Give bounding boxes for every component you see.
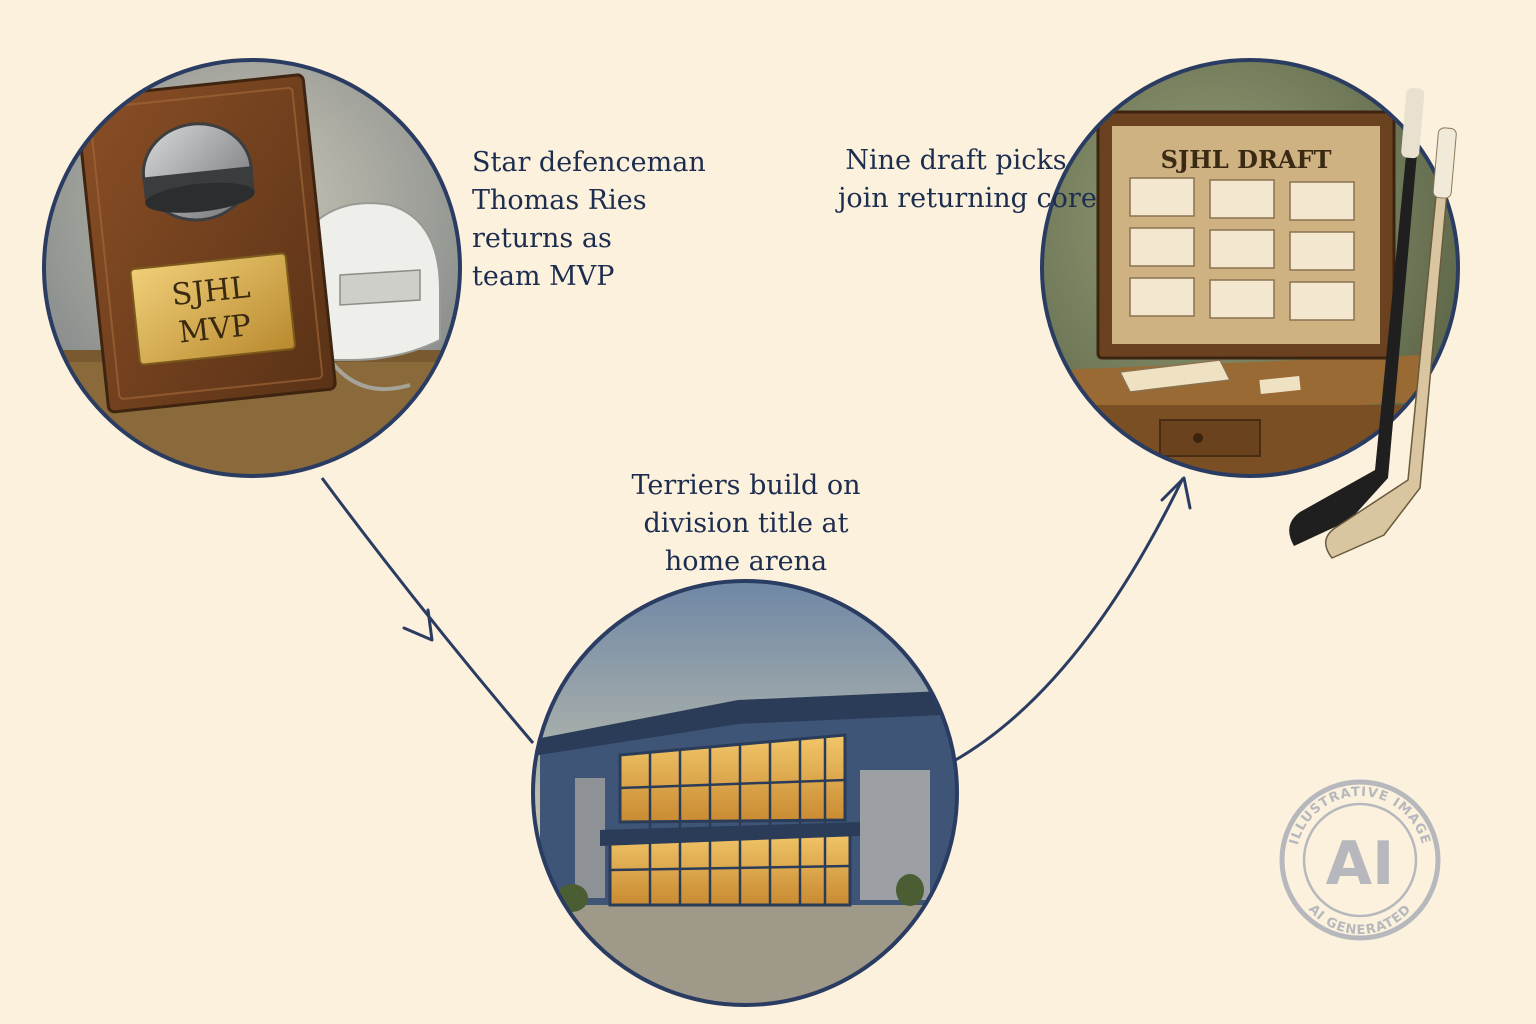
draft-illustration: SJHL DRAFT [1040, 58, 1460, 559]
mvp-frame [42, 58, 462, 478]
caption-mvp: Star defenceman Thomas Ries returns as t… [472, 144, 706, 296]
arrow-mvp-to-arena [320, 477, 535, 744]
caption-arena-line-3: home arena [664, 546, 828, 577]
caption-draft: Nine draft picks join returning core [838, 142, 1097, 218]
plaque-line-1: SJHL [170, 270, 252, 313]
mvp-illustration: SJHL MVP [42, 58, 462, 478]
svg-text:AI GENERATED: AI GENERATED [1305, 902, 1414, 938]
hockey-sticks-icon [1289, 87, 1457, 559]
caption-arena-line-1: Terriers build on [631, 470, 861, 501]
caption-arena: Terriers build on division title at home… [598, 467, 894, 581]
caption-mvp-line-3: returns as [472, 223, 612, 254]
caption-mvp-line-2: Thomas Ries [472, 185, 647, 216]
arrowhead-down-icon [402, 608, 434, 642]
brass-nameplate [129, 252, 296, 366]
draft-board-title: SJHL DRAFT [1161, 145, 1332, 174]
ai-generated-watermark: ILLUSTRATIVE IMAGE AI GENERATED AI [1279, 779, 1441, 941]
flow-arrows [320, 476, 1192, 764]
caption-mvp-line-1: Star defenceman [472, 147, 706, 178]
plaque-line-2: MVP [177, 308, 253, 350]
draft-frame [1040, 58, 1460, 478]
arrow-arena-to-draft [951, 477, 1185, 764]
helmet-icon [298, 202, 441, 392]
caption-draft-line-2: join returning core [838, 183, 1097, 214]
caption-arena-line-2: division title at [643, 508, 849, 539]
arena-frame [531, 579, 959, 1007]
draft-cards [1129, 177, 1355, 321]
caption-mvp-line-4: team MVP [472, 261, 615, 292]
arena-illustration [531, 579, 959, 1007]
mvp-plaque: SJHL MVP [75, 73, 337, 414]
watermark-bottom-text: AI GENERATED [1305, 902, 1413, 938]
watermark-center-text: AI [1326, 829, 1395, 899]
draft-board: SJHL DRAFT [1096, 110, 1396, 360]
caption-draft-line-1: Nine draft picks [845, 145, 1067, 176]
upper-glass [618, 733, 847, 824]
arrowhead-up-icon [1160, 476, 1192, 510]
